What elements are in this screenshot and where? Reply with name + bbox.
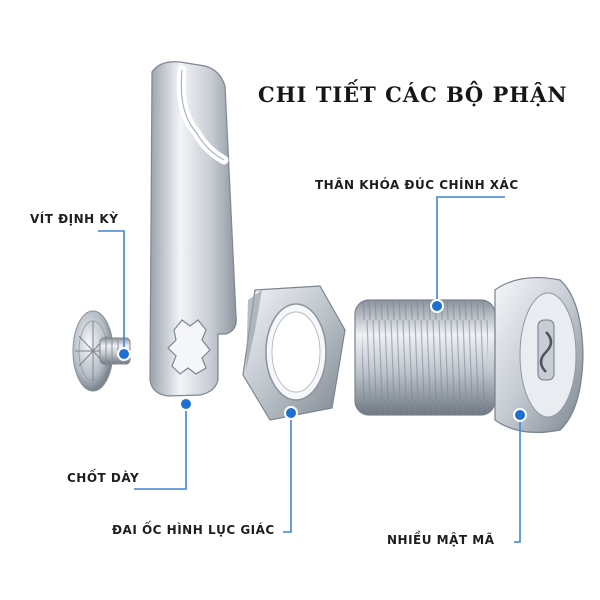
callout-line-nut bbox=[283, 413, 292, 533]
callout-line-body bbox=[436, 196, 505, 306]
page-title: CHI TIẾT CÁC BỘ PHẬN bbox=[258, 82, 568, 107]
callout-dot-body bbox=[430, 299, 444, 313]
hex-nut-part bbox=[242, 285, 346, 421]
callout-dot-keycode bbox=[513, 408, 527, 422]
callout-line-keycode bbox=[514, 415, 521, 543]
callout-line-latch bbox=[134, 404, 187, 490]
cam-latch-part bbox=[149, 61, 237, 397]
label-screw: VÍT ĐỊNH KỲ bbox=[30, 212, 119, 226]
callout-lines bbox=[98, 196, 521, 543]
lock-body-part bbox=[354, 276, 584, 434]
label-cam-latch: CHỐT DÀY bbox=[67, 471, 140, 485]
label-lock-body: THÂN KHÓA ĐÚC CHÍNH XÁC bbox=[315, 178, 519, 192]
callout-dot-nut bbox=[284, 406, 298, 420]
label-key-code: NHIỀU MẬT MÃ bbox=[387, 533, 495, 547]
callout-dots bbox=[117, 299, 527, 422]
callout-dot-screw bbox=[117, 347, 131, 361]
label-hex-nut: ĐAI ỐC HÌNH LỤC GIÁC bbox=[112, 523, 275, 537]
callout-dot-latch bbox=[179, 397, 193, 411]
callout-line-screw bbox=[98, 230, 125, 354]
